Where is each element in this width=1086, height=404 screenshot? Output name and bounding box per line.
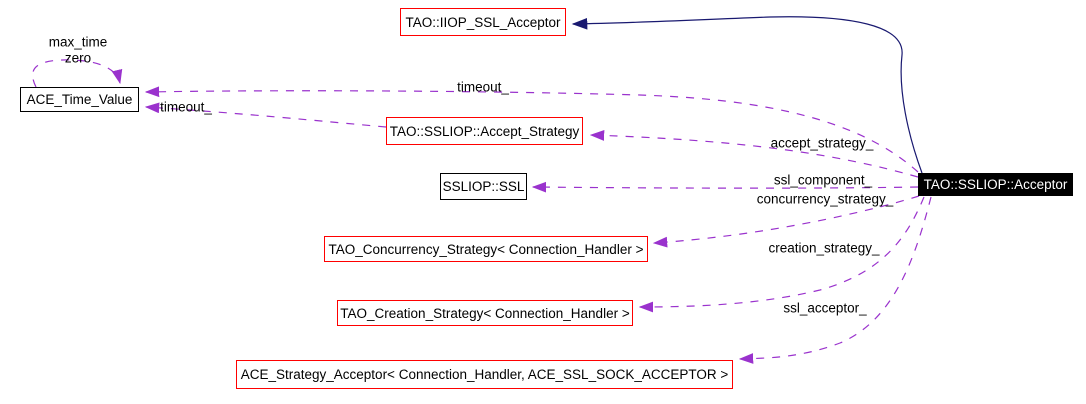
edge-ssl-acceptor: [738, 196, 932, 364]
edge-creation-strategy: [638, 196, 925, 313]
edge-label-zero: zero: [64, 50, 92, 66]
edge-label-ssl-component: ssl_component_: [773, 172, 873, 188]
node-tao-concurrency-strategy[interactable]: TAO_Concurrency_Strategy< Connection_Han…: [324, 236, 648, 262]
node-tao-iiop-ssl-acceptor[interactable]: TAO::IIOP_SSL_Acceptor: [400, 8, 566, 36]
edge-timeout-from-acceptor: [144, 86, 919, 173]
edge-label-timeout-acceptor: timeout_: [457, 79, 509, 95]
node-tao-ssliop-acceptor: TAO::SSLIOP::Acceptor: [918, 173, 1073, 196]
node-tao-ssliop-accept-strategy[interactable]: TAO::SSLIOP::Accept_Strategy: [386, 117, 583, 145]
edge-inheritance-iiop-ssl-acceptor: [571, 16, 923, 174]
edge-self-loop-time-value: [32, 59, 123, 88]
edge-accept-strategy: [589, 130, 919, 178]
edge-label-max-time: max_time: [48, 34, 108, 50]
node-ace-strategy-acceptor[interactable]: ACE_Strategy_Acceptor< Connection_Handle…: [236, 360, 733, 389]
edge-label-timeout-accept-strategy: timeout_: [160, 99, 212, 115]
edge-ssl-component: [531, 181, 919, 193]
node-ssliop-ssl: SSLIOP::SSL: [440, 173, 527, 200]
node-tao-creation-strategy[interactable]: TAO_Creation_Strategy< Connection_Handle…: [337, 300, 633, 326]
edge-label-accept-strategy: accept_strategy_: [770, 135, 874, 151]
edge-concurrency-strategy: [652, 195, 920, 248]
edge-label-concurrency-strategy: concurrency_strategy_: [756, 191, 894, 207]
edge-label-ssl-acceptor: ssl_acceptor_: [783, 300, 867, 316]
edge-label-creation-strategy: creation_strategy_: [768, 240, 880, 256]
node-ace-time-value: ACE_Time_Value: [20, 87, 139, 112]
